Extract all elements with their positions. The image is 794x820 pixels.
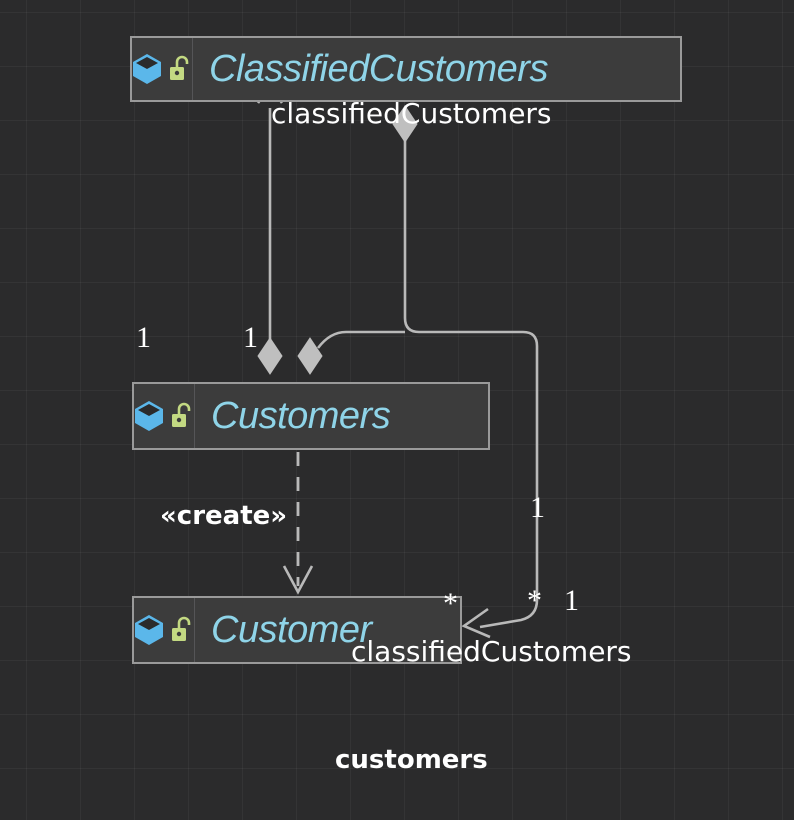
class-box-customers[interactable]: Customers: [132, 382, 490, 450]
class-name-classified-customers: ClassifiedCustomers: [209, 48, 548, 90]
multiplicity-label-right-vertical-one: 1: [530, 491, 545, 524]
class-icon-group: [134, 598, 195, 662]
cube-icon: [135, 401, 163, 431]
class-icon-group: [134, 384, 195, 448]
stereotype-label-create: «create»: [160, 501, 288, 531]
association-role-label-classified-customers-bottom: classifiedCustomers: [351, 635, 632, 668]
cube-icon: [133, 54, 161, 84]
class-name-customer: Customer: [211, 609, 372, 651]
class-name-customers: Customers: [211, 395, 391, 437]
multiplicity-label-inner-one: 1: [243, 321, 258, 354]
class-icon-group: [132, 38, 193, 100]
unlocked-padlock-icon: [172, 616, 191, 641]
filled-diamond-source: [257, 337, 283, 375]
edge-create-dependency: [282, 452, 314, 595]
class-name-cell: ClassifiedCustomers: [193, 38, 680, 100]
filled-diamond-customers: [297, 337, 323, 375]
multiplicity-label-edge-star: *: [527, 584, 542, 617]
cube-icon: [135, 615, 163, 645]
multiplicity-label-left-one: 1: [136, 321, 151, 354]
association-role-label-customers-bottom: customers: [335, 745, 488, 775]
multiplicity-label-edge-one: 1: [564, 584, 579, 617]
class-name-cell: Customer: [195, 598, 460, 662]
open-arrowhead-customer: [461, 607, 491, 639]
association-role-label-classified-customers-top: classifiedCustomers: [271, 97, 552, 130]
unlocked-padlock-icon: [170, 55, 189, 80]
multiplicity-label-customer-box-star: *: [443, 587, 458, 620]
class-name-cell: Customers: [195, 384, 488, 448]
edge-classified-customers-aggregation: [297, 105, 539, 639]
class-box-customer[interactable]: Customer: [132, 596, 462, 664]
class-box-classified-customers[interactable]: ClassifiedCustomers: [130, 36, 682, 102]
unlocked-padlock-icon: [172, 402, 191, 427]
